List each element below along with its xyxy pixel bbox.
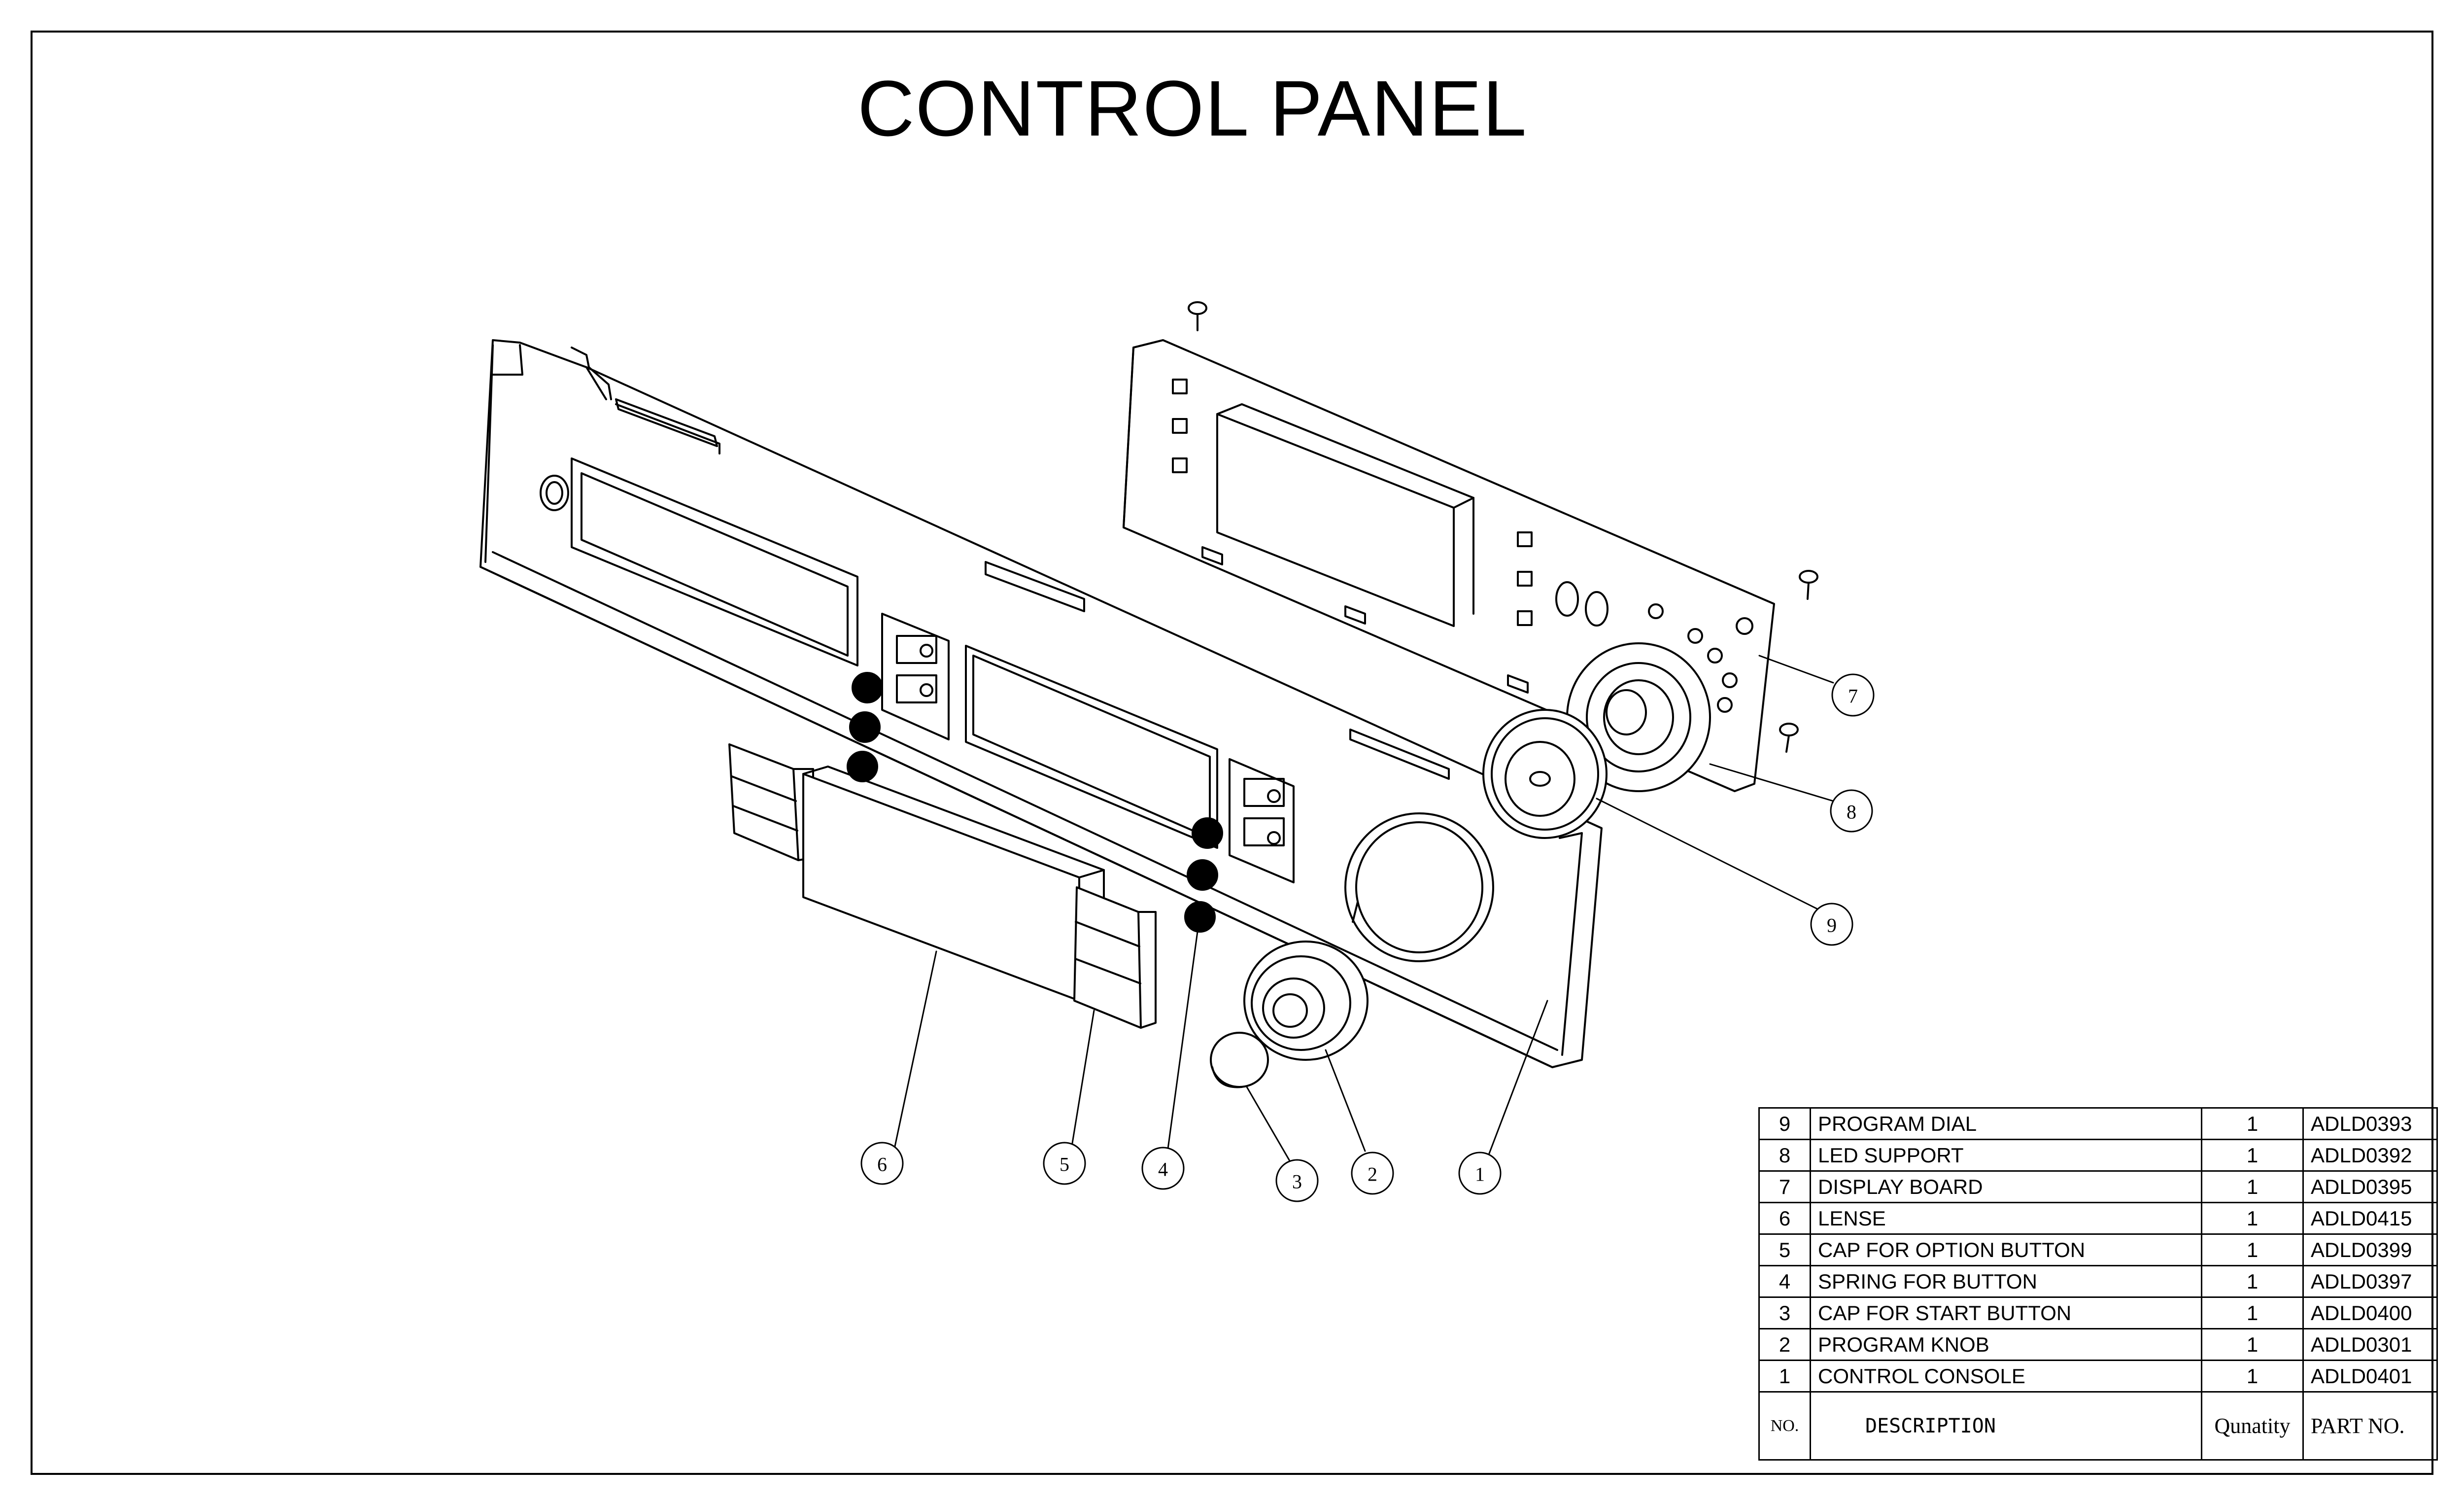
row-quantity: 1: [2201, 1296, 2304, 1329]
row-quantity: 1: [2201, 1107, 2304, 1140]
row-quantity: 1: [2201, 1233, 2304, 1266]
program-knob: [1243, 941, 1369, 1061]
row-description: CONTROL CONSOLE: [1810, 1360, 2202, 1393]
screws: [1188, 301, 1818, 753]
callout-label-2: 2: [1368, 1163, 1377, 1186]
row-description: DISPLAY BOARD: [1810, 1170, 2202, 1203]
row-description: PROGRAM KNOB: [1810, 1328, 2202, 1361]
callout-label-4: 4: [1158, 1158, 1168, 1181]
table-row: 8 LED SUPPORT 1 ADLD0392: [1758, 1139, 2438, 1172]
row-part-no: ADLD0401: [2302, 1360, 2438, 1393]
parts-list-table: 9 PROGRAM DIAL 1 ADLD0393 8 LED SUPPORT …: [1758, 1107, 2438, 1461]
row-no: 3: [1758, 1296, 1811, 1329]
table-row: 7 DISPLAY BOARD 1 ADLD0395: [1758, 1170, 2438, 1203]
row-no: 2: [1758, 1328, 1811, 1361]
drawing-title: CONTROL PANEL: [857, 64, 1528, 152]
row-description: LED SUPPORT: [1810, 1139, 2202, 1172]
table-row: 3 CAP FOR START BUTTON 1 ADLD0400: [1758, 1296, 2438, 1329]
callout-7: [1831, 673, 1875, 717]
row-no: 4: [1758, 1265, 1811, 1298]
row-part-no: ADLD0301: [2302, 1328, 2438, 1361]
row-part-no: ADLD0392: [2302, 1139, 2438, 1172]
callout-label-9: 9: [1827, 914, 1837, 937]
table-header-row: NO. DESCRIPTION Qunatity PART NO.: [1758, 1391, 2438, 1461]
table-row: 4 SPRING FOR BUTTON 1 ADLD0397: [1758, 1265, 2438, 1298]
callout-1: [1458, 1152, 1502, 1195]
row-part-no: ADLD0393: [2302, 1107, 2438, 1140]
callout-3: [1275, 1159, 1319, 1202]
callout-label-6: 6: [877, 1153, 887, 1176]
program-dial: [1482, 709, 1608, 839]
callout-5: [1043, 1142, 1086, 1185]
row-description: LENSE: [1810, 1202, 2202, 1235]
callout-2: [1351, 1152, 1394, 1195]
callout-8: [1830, 789, 1873, 833]
callout-label-1: 1: [1475, 1163, 1485, 1186]
start-button-cap: [1210, 1032, 1269, 1088]
table-row: 5 CAP FOR OPTION BUTTON 1 ADLD0399: [1758, 1233, 2438, 1266]
row-no: 7: [1758, 1170, 1811, 1203]
header-part-no: PART NO.: [2302, 1391, 2438, 1461]
row-no: 5: [1758, 1233, 1811, 1266]
header-description: DESCRIPTION: [1810, 1391, 2202, 1461]
callout-4: [1141, 1147, 1185, 1190]
button-springs: [847, 672, 1223, 933]
row-quantity: 1: [2201, 1328, 2304, 1361]
callout-label-8: 8: [1847, 801, 1856, 823]
table-row: 6 LENSE 1 ADLD0415: [1758, 1202, 2438, 1235]
control-console: [479, 339, 1603, 1068]
right-option-caps: [1073, 886, 1157, 1029]
row-quantity: 1: [2201, 1202, 2304, 1235]
row-description: PROGRAM DIAL: [1810, 1107, 2202, 1140]
row-part-no: ADLD0395: [2302, 1170, 2438, 1203]
row-quantity: 1: [2201, 1265, 2304, 1298]
row-part-no: ADLD0397: [2302, 1265, 2438, 1298]
row-part-no: ADLD0399: [2302, 1233, 2438, 1266]
row-no: 1: [1758, 1360, 1811, 1393]
callout-6: [860, 1142, 904, 1185]
table-row: 9 PROGRAM DIAL 1 ADLD0393: [1758, 1107, 2438, 1140]
row-no: 6: [1758, 1202, 1811, 1235]
drawing-border: [31, 31, 2433, 1475]
row-part-no: ADLD0415: [2302, 1202, 2438, 1235]
table-row: 2 PROGRAM KNOB 1 ADLD0301: [1758, 1328, 2438, 1361]
row-quantity: 1: [2201, 1360, 2304, 1393]
row-quantity: 1: [2201, 1139, 2304, 1172]
callout-label-5: 5: [1060, 1153, 1069, 1176]
callout-label-3: 3: [1292, 1171, 1302, 1193]
row-description: SPRING FOR BUTTON: [1810, 1265, 2202, 1298]
row-quantity: 1: [2201, 1170, 2304, 1203]
table-row: 1 CONTROL CONSOLE 1 ADLD0401: [1758, 1360, 2438, 1393]
header-no: NO.: [1758, 1391, 1811, 1461]
row-description: CAP FOR START BUTTON: [1810, 1296, 2202, 1329]
header-quantity: Qunatity: [2201, 1391, 2304, 1461]
row-no: 8: [1758, 1139, 1811, 1172]
row-no: 9: [1758, 1107, 1811, 1140]
leader-lines: [893, 655, 1834, 1164]
row-description: CAP FOR OPTION BUTTON: [1810, 1233, 2202, 1266]
callout-9: [1810, 903, 1853, 946]
callout-label-7: 7: [1848, 685, 1858, 707]
row-part-no: ADLD0400: [2302, 1296, 2438, 1329]
